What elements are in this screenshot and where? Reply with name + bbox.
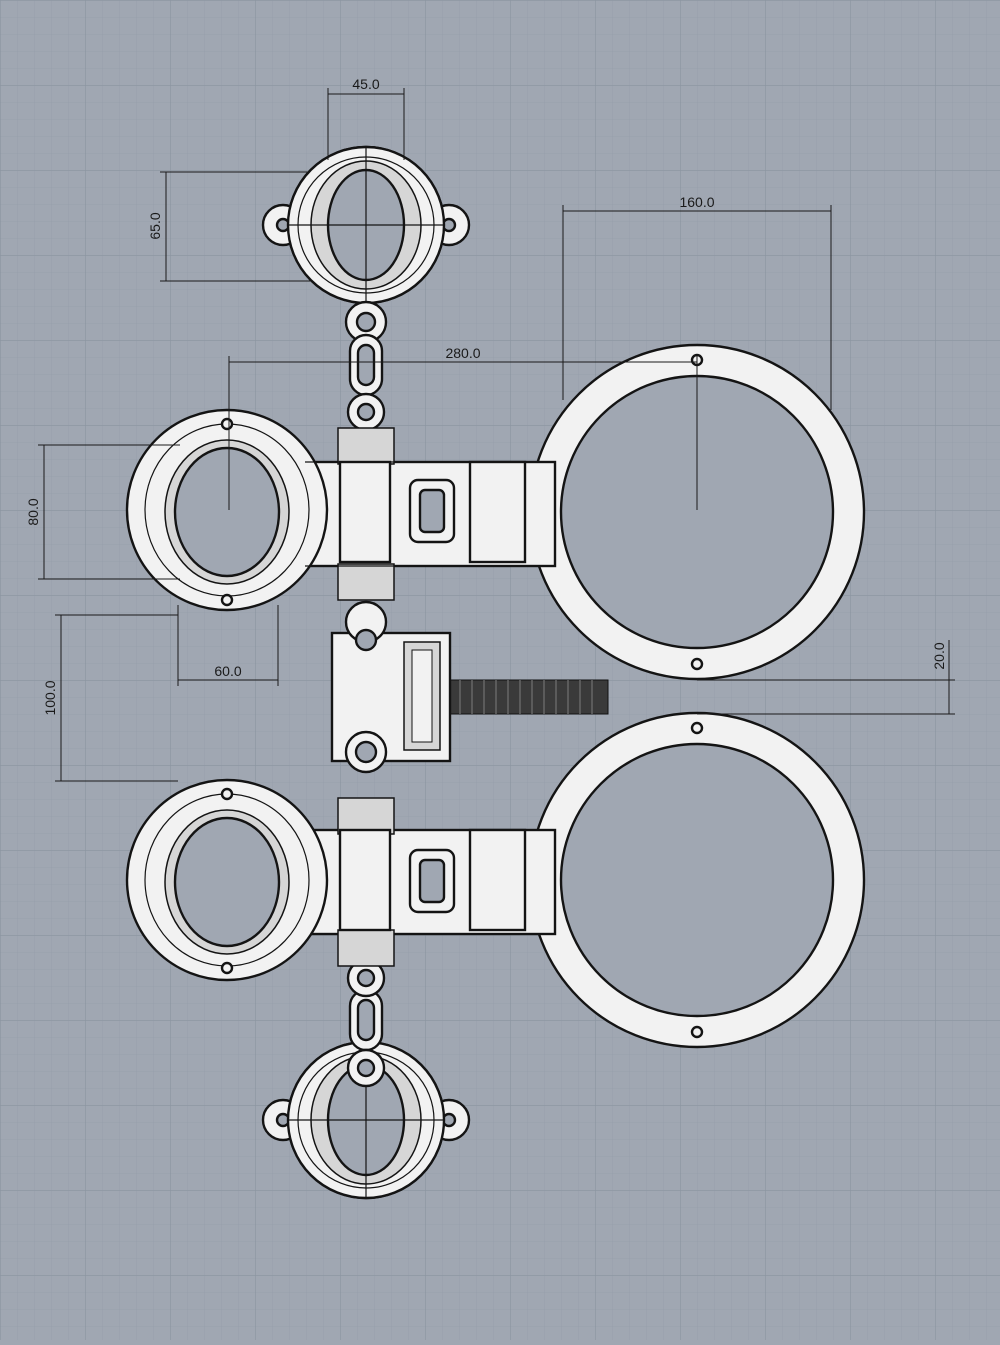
dim-160[interactable]: 160.0 bbox=[562, 194, 832, 410]
dim-65[interactable]: 65.0 bbox=[147, 171, 310, 282]
svg-text:80.0: 80.0 bbox=[25, 498, 41, 525]
svg-text:280.0: 280.0 bbox=[445, 345, 480, 361]
dim-20[interactable]: 20.0 bbox=[697, 640, 955, 715]
dim-45[interactable]: 45.0 bbox=[327, 76, 405, 160]
chain-link-icon bbox=[344, 300, 388, 1088]
svg-text:100.0: 100.0 bbox=[42, 680, 58, 715]
dim-100[interactable]: 100.0 bbox=[42, 614, 178, 782]
svg-text:45.0: 45.0 bbox=[352, 76, 379, 92]
dim-60[interactable]: 60.0 bbox=[177, 605, 279, 686]
dimensions: 45.0 65.0 160.0 280.0 80.0 bbox=[25, 76, 955, 782]
lower-cuff-pair[interactable] bbox=[125, 711, 866, 1049]
dim-280[interactable]: 280.0 bbox=[228, 345, 698, 510]
handcuff-assembly[interactable] bbox=[125, 145, 866, 1200]
svg-text:20.0: 20.0 bbox=[931, 642, 947, 669]
dim-80[interactable]: 80.0 bbox=[25, 444, 180, 580]
svg-text:60.0: 60.0 bbox=[214, 663, 241, 679]
svg-text:65.0: 65.0 bbox=[147, 212, 163, 239]
svg-text:160.0: 160.0 bbox=[679, 194, 714, 210]
upper-cuff-pair[interactable] bbox=[125, 343, 866, 681]
screw-icon[interactable] bbox=[330, 600, 609, 774]
